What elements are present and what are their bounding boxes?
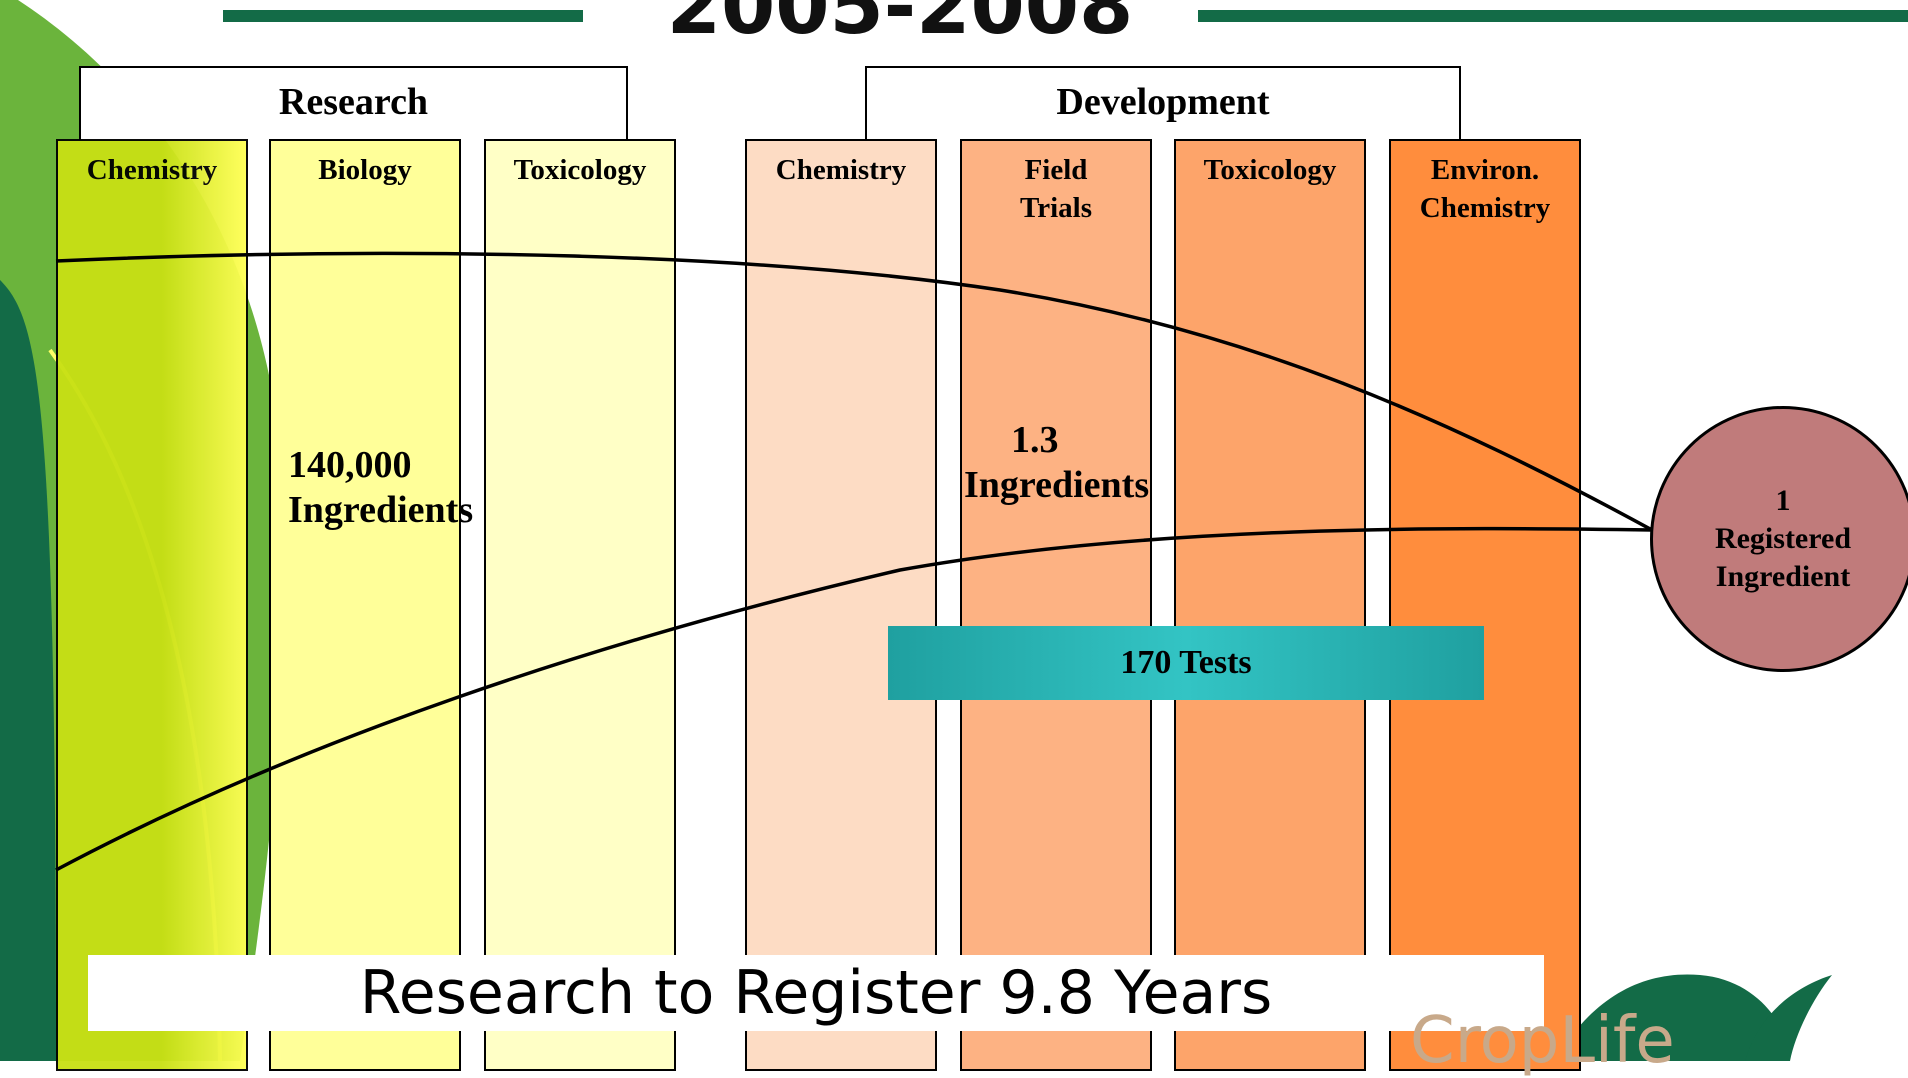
start-count: 140,000 xyxy=(288,444,412,486)
funnel-upper-line xyxy=(55,251,1653,532)
title-backdrop xyxy=(583,0,1198,54)
column-label: Chemistry xyxy=(775,154,907,186)
mid-count: 1.3 xyxy=(1011,419,1059,461)
column-7: Environ. Chemistry xyxy=(1389,139,1581,1071)
end-count: 1 xyxy=(1775,484,1791,517)
column-6: Toxicology xyxy=(1174,139,1366,1071)
column-label: Toxicology xyxy=(513,154,647,186)
column-label: Chemistry xyxy=(86,154,218,186)
column-1: Chemistry xyxy=(56,139,248,1071)
column-4: Chemistry xyxy=(745,139,937,1071)
column-label: Toxicology xyxy=(1203,154,1337,186)
research-header: Research xyxy=(79,66,628,140)
registered-ingredient-circle: 1 Registered Ingredient xyxy=(1650,406,1908,672)
column-3: Toxicology xyxy=(484,139,676,1071)
logo-leaf-right xyxy=(1745,975,1832,1061)
page-title: 2005-2008 xyxy=(666,0,1134,52)
mid-unit: Ingredients xyxy=(964,464,1150,506)
croplife-logo-text: CropLife xyxy=(1410,1004,1675,1078)
column-2: Biology xyxy=(269,139,461,1071)
column-label: Field Trials xyxy=(1020,154,1092,224)
start-unit: Ingredients xyxy=(288,489,474,531)
column-5: Field Trials xyxy=(960,139,1152,1071)
end-line1: Registered xyxy=(1714,522,1852,555)
tests-bar: 170 Tests xyxy=(888,626,1484,700)
caption: Research to Register 9.8 Years xyxy=(88,955,1544,1031)
logo-leaf-left xyxy=(1555,974,1790,1061)
green-swoosh-dark xyxy=(0,280,56,1061)
end-line2: Ingredient xyxy=(1715,560,1851,593)
column-label: Biology xyxy=(318,154,412,186)
funnel-lower-line xyxy=(55,526,1653,872)
development-header: Development xyxy=(865,66,1461,140)
mid-ingredients-label: 1.3 Ingredients xyxy=(964,418,1150,508)
start-ingredients-label: 140,000 Ingredients xyxy=(288,443,473,533)
column-label: Environ. Chemistry xyxy=(1419,154,1551,224)
